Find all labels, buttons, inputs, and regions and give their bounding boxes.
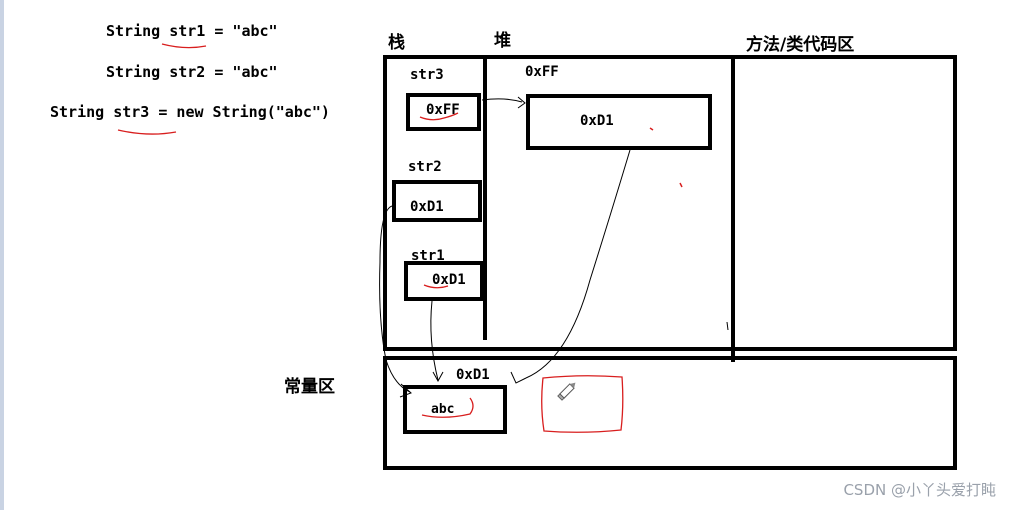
code-line-str1: String str1 = "abc" [106,22,278,40]
constant-pool-title: 常量区 [284,377,335,397]
memory-outer-box [383,55,957,351]
red-underline-str1 [161,43,207,49]
str3-var-value: 0xFF [426,102,460,118]
str3-var-name: str3 [410,67,444,83]
heap-object-box [526,94,712,150]
constant-pool-abc-value: abc [431,402,455,417]
str2-var-value: 0xD1 [410,199,444,215]
red-underline-str2 [117,129,177,135]
code-line-str3: String str3 = new String("abc") [50,103,330,121]
heap-object-value: 0xD1 [580,113,614,129]
stack-title: 栈 [388,33,405,53]
watermark: CSDN @小丫头爱打盹 [843,481,996,499]
str1-var-name: str1 [411,248,445,264]
heap-title: 堆 [494,31,511,51]
heap-object-address: 0xFF [525,64,559,80]
stack-heap-divider [483,58,487,340]
heap-method-divider [731,58,735,362]
constant-pool-address: 0xD1 [456,367,490,383]
constant-pool-abc-box [403,385,507,434]
code-line-str2: String str2 = "abc" [106,63,278,81]
method-area-title: 方法/类代码区 [746,35,855,55]
left-edge-strip [0,0,4,510]
str1-var-value: 0xD1 [432,272,466,288]
str3-var-box [406,93,481,131]
str2-var-box [392,180,482,222]
str2-var-name: str2 [408,159,442,175]
constant-pool-box [383,356,957,470]
